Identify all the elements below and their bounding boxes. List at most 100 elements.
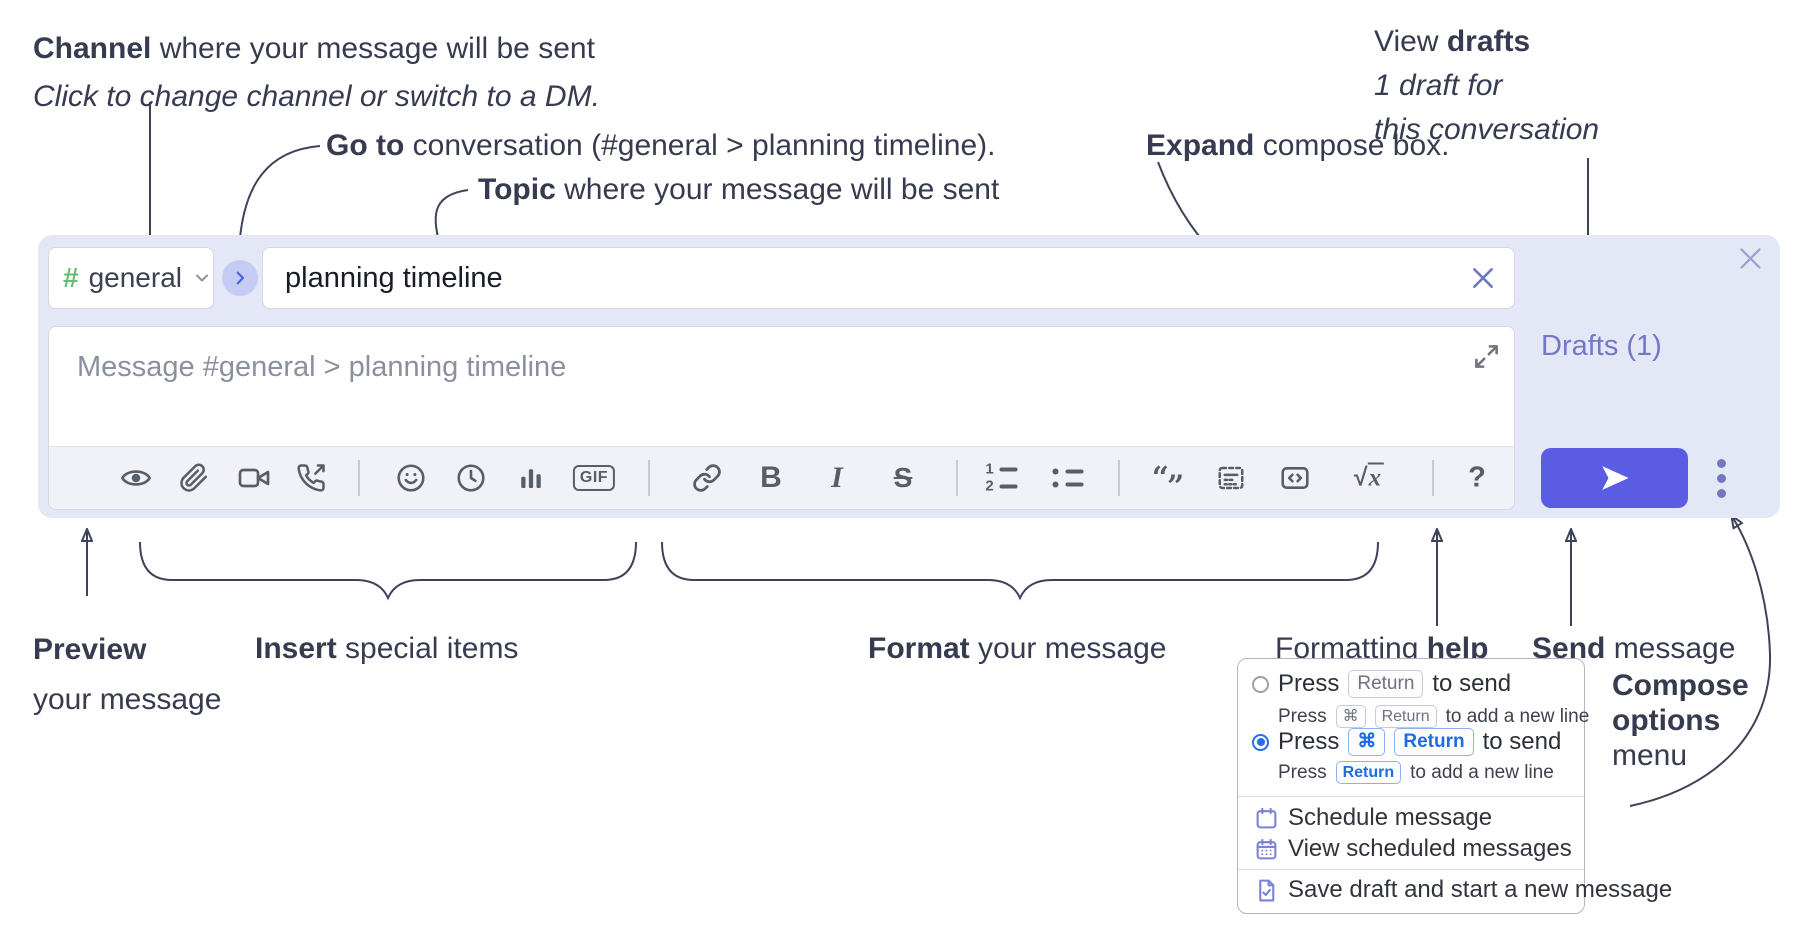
radio-unchecked-icon[interactable] bbox=[1252, 675, 1269, 693]
toolbar-divider bbox=[956, 460, 958, 496]
quote-button[interactable]: “” bbox=[1152, 461, 1185, 505]
spoiler-button[interactable] bbox=[1216, 463, 1246, 493]
schedule-time-button[interactable] bbox=[456, 463, 487, 494]
option-text: to add a new line bbox=[1445, 705, 1590, 727]
option-text: to send bbox=[1482, 728, 1562, 755]
ellipsis-dot bbox=[1717, 489, 1726, 498]
return-key: Return bbox=[1335, 761, 1402, 784]
calendar-grid-icon bbox=[1254, 837, 1279, 862]
annotation-line: 1 draft for bbox=[1374, 69, 1503, 102]
menu-divider bbox=[1238, 796, 1584, 797]
menu-item-label: Save draft and start a new message bbox=[1288, 876, 1673, 903]
annotation-text: your message bbox=[969, 632, 1167, 665]
drafts-link[interactable]: Drafts (1) bbox=[1541, 330, 1662, 362]
compose-options-menu-button[interactable] bbox=[1717, 459, 1726, 498]
annotation-bold: Expand bbox=[1146, 129, 1255, 162]
menu-item-label: View scheduled messages bbox=[1288, 835, 1572, 862]
message-compose-area[interactable]: Message #general > planning timeline GIF… bbox=[48, 326, 1515, 510]
clock-icon bbox=[457, 464, 485, 492]
option-text: Press bbox=[1278, 670, 1340, 697]
annotation-line: View drafts bbox=[1374, 20, 1599, 64]
annotation-line: your message bbox=[33, 683, 222, 716]
toolbar-divider bbox=[1432, 460, 1434, 496]
smiley-icon bbox=[397, 464, 425, 492]
gif-button[interactable]: GIF bbox=[572, 465, 616, 491]
italic-icon: I bbox=[831, 461, 843, 494]
document-check-icon bbox=[1254, 878, 1279, 903]
paperclip-icon bbox=[180, 463, 208, 492]
send-option-return[interactable]: Press Return to send bbox=[1252, 670, 1511, 698]
annotation-text: compose box. bbox=[1254, 129, 1450, 162]
annotation-bold: options bbox=[1612, 704, 1721, 737]
eye-icon bbox=[120, 470, 152, 486]
spoiler-icon bbox=[1218, 466, 1244, 490]
close-icon bbox=[1740, 248, 1761, 269]
toolbar-divider bbox=[1118, 460, 1120, 496]
send-option-cmd-return[interactable]: Press ⌘ Return to send bbox=[1252, 728, 1561, 756]
annotation-preview: Preview your message bbox=[33, 625, 221, 725]
attach-file-button[interactable] bbox=[179, 463, 209, 493]
expand-compose-button[interactable] bbox=[1473, 343, 1500, 370]
annotation-text: special items bbox=[336, 632, 519, 665]
annotation-line: menu bbox=[1612, 739, 1688, 772]
send-button[interactable] bbox=[1541, 448, 1688, 508]
annotation-line: this conversation bbox=[1374, 113, 1600, 146]
brace-insert bbox=[139, 541, 637, 601]
menu-item-schedule-message[interactable]: Schedule message bbox=[1254, 804, 1492, 832]
chevron-down-icon bbox=[192, 268, 212, 288]
radio-checked-icon[interactable] bbox=[1252, 733, 1269, 751]
bar-chart-icon bbox=[521, 469, 541, 488]
italic-button[interactable]: I bbox=[831, 461, 843, 495]
menu-item-view-scheduled[interactable]: View scheduled messages bbox=[1254, 835, 1572, 863]
channel-name: general bbox=[88, 262, 182, 293]
bulleted-list-button[interactable] bbox=[1051, 468, 1084, 488]
topic-input[interactable]: planning timeline bbox=[262, 247, 1515, 309]
clear-topic-button[interactable] bbox=[1470, 265, 1496, 291]
send-paper-plane-icon bbox=[1601, 466, 1629, 490]
formatting-help-button[interactable]: ? bbox=[1468, 462, 1486, 495]
annotation-line: Compose bbox=[1612, 668, 1749, 703]
menu-item-save-draft[interactable]: Save draft and start a new message bbox=[1254, 876, 1672, 904]
close-compose-button[interactable] bbox=[1737, 245, 1764, 272]
preview-button[interactable] bbox=[120, 462, 152, 494]
chevron-right-icon bbox=[236, 271, 245, 285]
close-icon bbox=[1473, 268, 1493, 288]
link-button[interactable] bbox=[692, 463, 722, 493]
annotation-bold: drafts bbox=[1446, 25, 1531, 58]
annotation-expand: Expand compose box. bbox=[1146, 122, 1449, 170]
annotation-text: View bbox=[1374, 25, 1447, 58]
go-to-conversation-button[interactable] bbox=[222, 260, 258, 296]
annotation-text: message bbox=[1605, 632, 1736, 665]
menu-divider bbox=[1238, 869, 1584, 870]
annotation-bold: Format bbox=[868, 632, 970, 665]
return-key: Return bbox=[1348, 670, 1424, 698]
math-icon: √x bbox=[1354, 462, 1385, 493]
annotation-compose-options: Compose options menu bbox=[1612, 668, 1749, 773]
option-text: Press bbox=[1278, 728, 1340, 755]
annotation-line: Channel where your message will be sent bbox=[33, 25, 600, 73]
compose-box: # general planning timeline Message #gen… bbox=[38, 235, 1780, 518]
video-call-button[interactable] bbox=[238, 462, 270, 494]
annotation-view-drafts: View drafts 1 draft for this conversatio… bbox=[1374, 20, 1599, 152]
annotation-text: where your message will be sent bbox=[555, 173, 1000, 206]
phone-outgoing-icon bbox=[297, 464, 325, 492]
code-button[interactable] bbox=[1280, 463, 1311, 494]
annotation-line: Preview bbox=[33, 625, 221, 675]
bulleted-list-icon bbox=[1051, 468, 1084, 488]
poll-button[interactable] bbox=[516, 463, 546, 493]
annotation-format: Format your message bbox=[868, 625, 1166, 673]
channel-hash-icon: # bbox=[63, 262, 79, 293]
math-button[interactable]: √x bbox=[1354, 462, 1385, 493]
emoji-button[interactable] bbox=[396, 463, 427, 494]
voice-call-button[interactable] bbox=[296, 463, 326, 493]
channel-selector[interactable]: # general bbox=[48, 247, 214, 309]
strikethrough-button[interactable]: S bbox=[894, 462, 913, 494]
code-icon bbox=[1281, 467, 1309, 489]
annotation-line: Click to change channel or switch to a D… bbox=[33, 80, 600, 113]
annotation-line: options bbox=[1612, 703, 1749, 738]
compose-options-menu: Press Return to send Press ⌘ Return to a… bbox=[1237, 658, 1672, 914]
bold-button[interactable]: B bbox=[760, 461, 782, 495]
